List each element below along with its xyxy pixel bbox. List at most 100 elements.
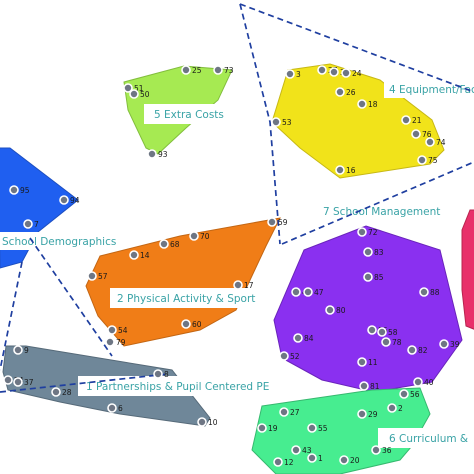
point-label: 7: [34, 220, 39, 229]
point-label: 56: [410, 390, 420, 399]
point-marker: [303, 287, 313, 297]
cluster-7-label: 7 School Management: [323, 206, 440, 218]
point-label: 14: [140, 251, 150, 260]
cluster-2-hull: [85, 217, 281, 347]
point-c4-26: 26: [335, 87, 356, 97]
point-marker: [107, 403, 117, 413]
point-marker: [267, 217, 277, 227]
point-c6-27: 27: [279, 407, 300, 417]
point-c5-25: 25: [181, 65, 202, 75]
point-marker: [381, 337, 391, 347]
points-layer: 9243728861059706814571754607995947327322…: [3, 65, 460, 467]
point-label: 51: [134, 84, 144, 93]
point-c2-59: 59: [267, 217, 288, 227]
point-label: 11: [368, 358, 378, 367]
point-label: 20: [350, 456, 360, 465]
point-c2-79: 79: [105, 337, 126, 347]
point-marker: [401, 115, 411, 125]
point-label: 9: [24, 346, 29, 355]
point-marker: [291, 445, 301, 455]
point-label: 21: [412, 116, 422, 125]
point-marker: [339, 455, 349, 465]
point-marker: [363, 247, 373, 257]
point-label: 10: [208, 418, 218, 427]
point-c3-95: 95: [9, 185, 30, 195]
point-marker: [371, 445, 381, 455]
point-label: 76: [422, 130, 432, 139]
point-label: 3: [296, 70, 301, 79]
point-label: 28: [62, 388, 72, 397]
point-c6-43: 43: [291, 445, 312, 455]
point-c1-10: 10: [197, 417, 218, 427]
cluster-5-label: 5 Extra Costs: [154, 109, 224, 121]
cluster-4-label: 4 Equipment/Fac: [389, 84, 474, 96]
point-marker: [279, 351, 289, 361]
dashed-boundary-bottom: [0, 373, 169, 393]
point-c1-8: 8: [153, 369, 169, 379]
point-label: 29: [368, 410, 378, 419]
point-label: 68: [170, 240, 180, 249]
point-label: 37: [24, 378, 34, 387]
point-label: 54: [118, 326, 128, 335]
point-c4-24: 24: [341, 68, 362, 78]
point-marker: [419, 287, 429, 297]
point-label: 27: [290, 408, 300, 417]
point-label: 26: [346, 88, 356, 97]
point-c4-53: 53: [271, 117, 292, 127]
point-marker: [3, 375, 13, 385]
cluster-1-label-bg: [78, 376, 278, 396]
point-label: 88: [430, 288, 440, 297]
point-marker: [367, 325, 377, 335]
point-c3-7: 7: [23, 219, 39, 229]
point-marker: [129, 89, 139, 99]
point-c6-19: 19: [257, 423, 278, 433]
point-label: 57: [98, 272, 108, 281]
point-marker: [51, 387, 61, 397]
point-marker: [107, 325, 117, 335]
cluster-3-label: 3 School Demographics: [0, 236, 116, 248]
point-marker: [357, 227, 367, 237]
point-marker: [279, 407, 289, 417]
point-c2-70: 70: [189, 231, 210, 241]
point-marker: [363, 272, 373, 282]
dashed-boundary-left-lower: [0, 261, 23, 371]
point-label: 94: [70, 196, 80, 205]
cluster-8-hull: [461, 209, 474, 330]
point-c7-40: 40: [413, 377, 434, 387]
point-label: 70: [200, 232, 210, 241]
point-c2-14: 14: [129, 250, 150, 260]
point-marker: [325, 305, 335, 315]
point-c6-12: 12: [273, 457, 294, 467]
point-marker: [159, 239, 169, 249]
point-marker: [335, 165, 345, 175]
point-marker: [359, 381, 369, 391]
dashed-boundary-right: [239, 3, 474, 93]
point-c7-84: 84: [293, 333, 314, 343]
point-marker: [9, 185, 19, 195]
cluster-4-equipment: 4 Equipment/Fac: [271, 63, 474, 179]
point-c7-83: 83: [363, 247, 384, 257]
point-marker: [13, 345, 23, 355]
point-c4-74: 74: [425, 137, 446, 147]
point-label: 16: [346, 166, 356, 175]
cluster-5-extra-costs: 5 Extra Costs: [123, 65, 233, 155]
point-label: 39: [450, 340, 460, 349]
point-marker: [153, 369, 163, 379]
point-c4-75: 75: [417, 155, 438, 165]
point-marker: [123, 83, 133, 93]
point-marker: [293, 333, 303, 343]
point-c6-36: 36: [371, 445, 392, 455]
point-label: 74: [436, 138, 446, 147]
point-label: 60: [192, 320, 202, 329]
cluster-2-label-bg: [110, 288, 260, 308]
point-label: 58: [388, 328, 398, 337]
cluster-1-partnerships: 1 Partnerships & Pupil Centered PE: [2, 345, 278, 427]
point-c4-18: 18: [357, 99, 378, 109]
point-marker: [307, 453, 317, 463]
point-marker: [329, 67, 339, 77]
point-c6-20: 20: [339, 455, 360, 465]
cluster-1-label: 1 Partnerships & Pupil Centered PE: [86, 381, 269, 393]
cluster-3-school-demographics: 3 School Demographics: [0, 147, 116, 269]
point-marker: [341, 68, 351, 78]
point-c2-17: 17: [233, 280, 254, 290]
